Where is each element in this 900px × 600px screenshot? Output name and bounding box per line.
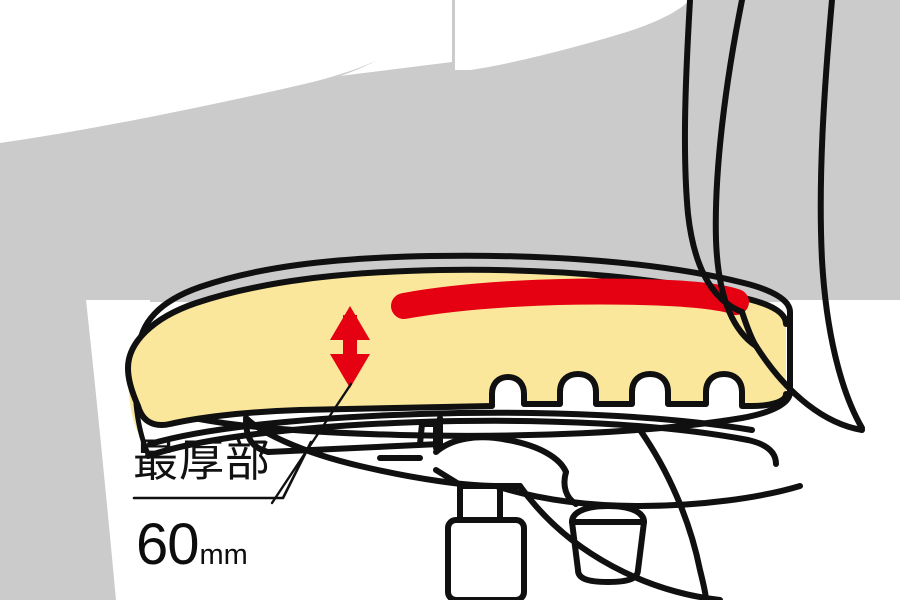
callout-underline — [132, 440, 313, 500]
thickness-double-arrow — [330, 306, 370, 388]
chair-mechanism-assembly — [243, 415, 803, 600]
seat-pan-and-mechanism — [145, 409, 779, 467]
backrest-lumbar-curve — [681, 0, 865, 433]
high-resilience-red-layer — [391, 278, 749, 319]
seat-foam-cushion — [125, 266, 789, 457]
